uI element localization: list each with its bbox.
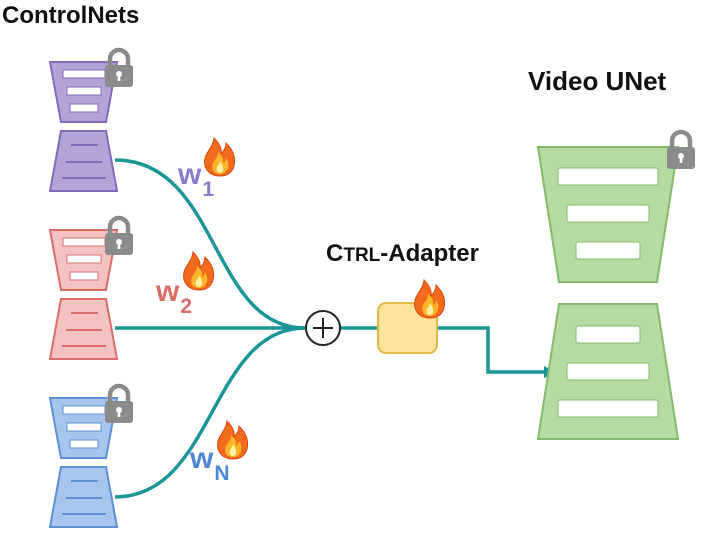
connector-lines bbox=[114, 158, 556, 499]
connector-controlnet-n bbox=[114, 326, 306, 499]
ctrl-adapter-title-suffix: -Adapter bbox=[380, 240, 479, 267]
video-unet bbox=[536, 132, 695, 440]
circled-plus-icon bbox=[305, 310, 341, 346]
controlnet-1 bbox=[48, 50, 133, 192]
weight-label-2-base: w bbox=[156, 275, 180, 308]
lock-icon bbox=[105, 386, 133, 423]
controlnet-2 bbox=[48, 218, 133, 360]
lock-icon bbox=[105, 218, 133, 255]
weight-label-n-base: w bbox=[190, 442, 214, 475]
connector-controlnet-1 bbox=[114, 158, 306, 330]
ctrl-adapter-title-smallcaps: TRL bbox=[343, 245, 381, 266]
weight-label-1-sub: 1 bbox=[202, 178, 215, 201]
controlnets-title: ControlNets bbox=[2, 2, 140, 29]
weight-label-2-sub: 2 bbox=[180, 295, 193, 318]
video-unet-title: Video UNet bbox=[528, 66, 667, 96]
weight-label-n-sub: N bbox=[214, 462, 230, 485]
weight-label-n: wN bbox=[190, 442, 230, 485]
connector-adapter-to-unet bbox=[437, 326, 556, 378]
flame-icon bbox=[414, 279, 446, 319]
lock-icon bbox=[667, 132, 695, 169]
weight-label-1: w1 bbox=[178, 158, 214, 201]
controlnet-n bbox=[48, 386, 133, 528]
ctrl-adapter-title-prefix: C bbox=[326, 240, 344, 267]
weight-label-2: w2 bbox=[156, 275, 192, 318]
weight-label-1-base: w bbox=[178, 158, 202, 191]
lock-icon bbox=[105, 50, 133, 87]
ctrl-adapter-title: CTRL-Adapter bbox=[326, 240, 479, 268]
